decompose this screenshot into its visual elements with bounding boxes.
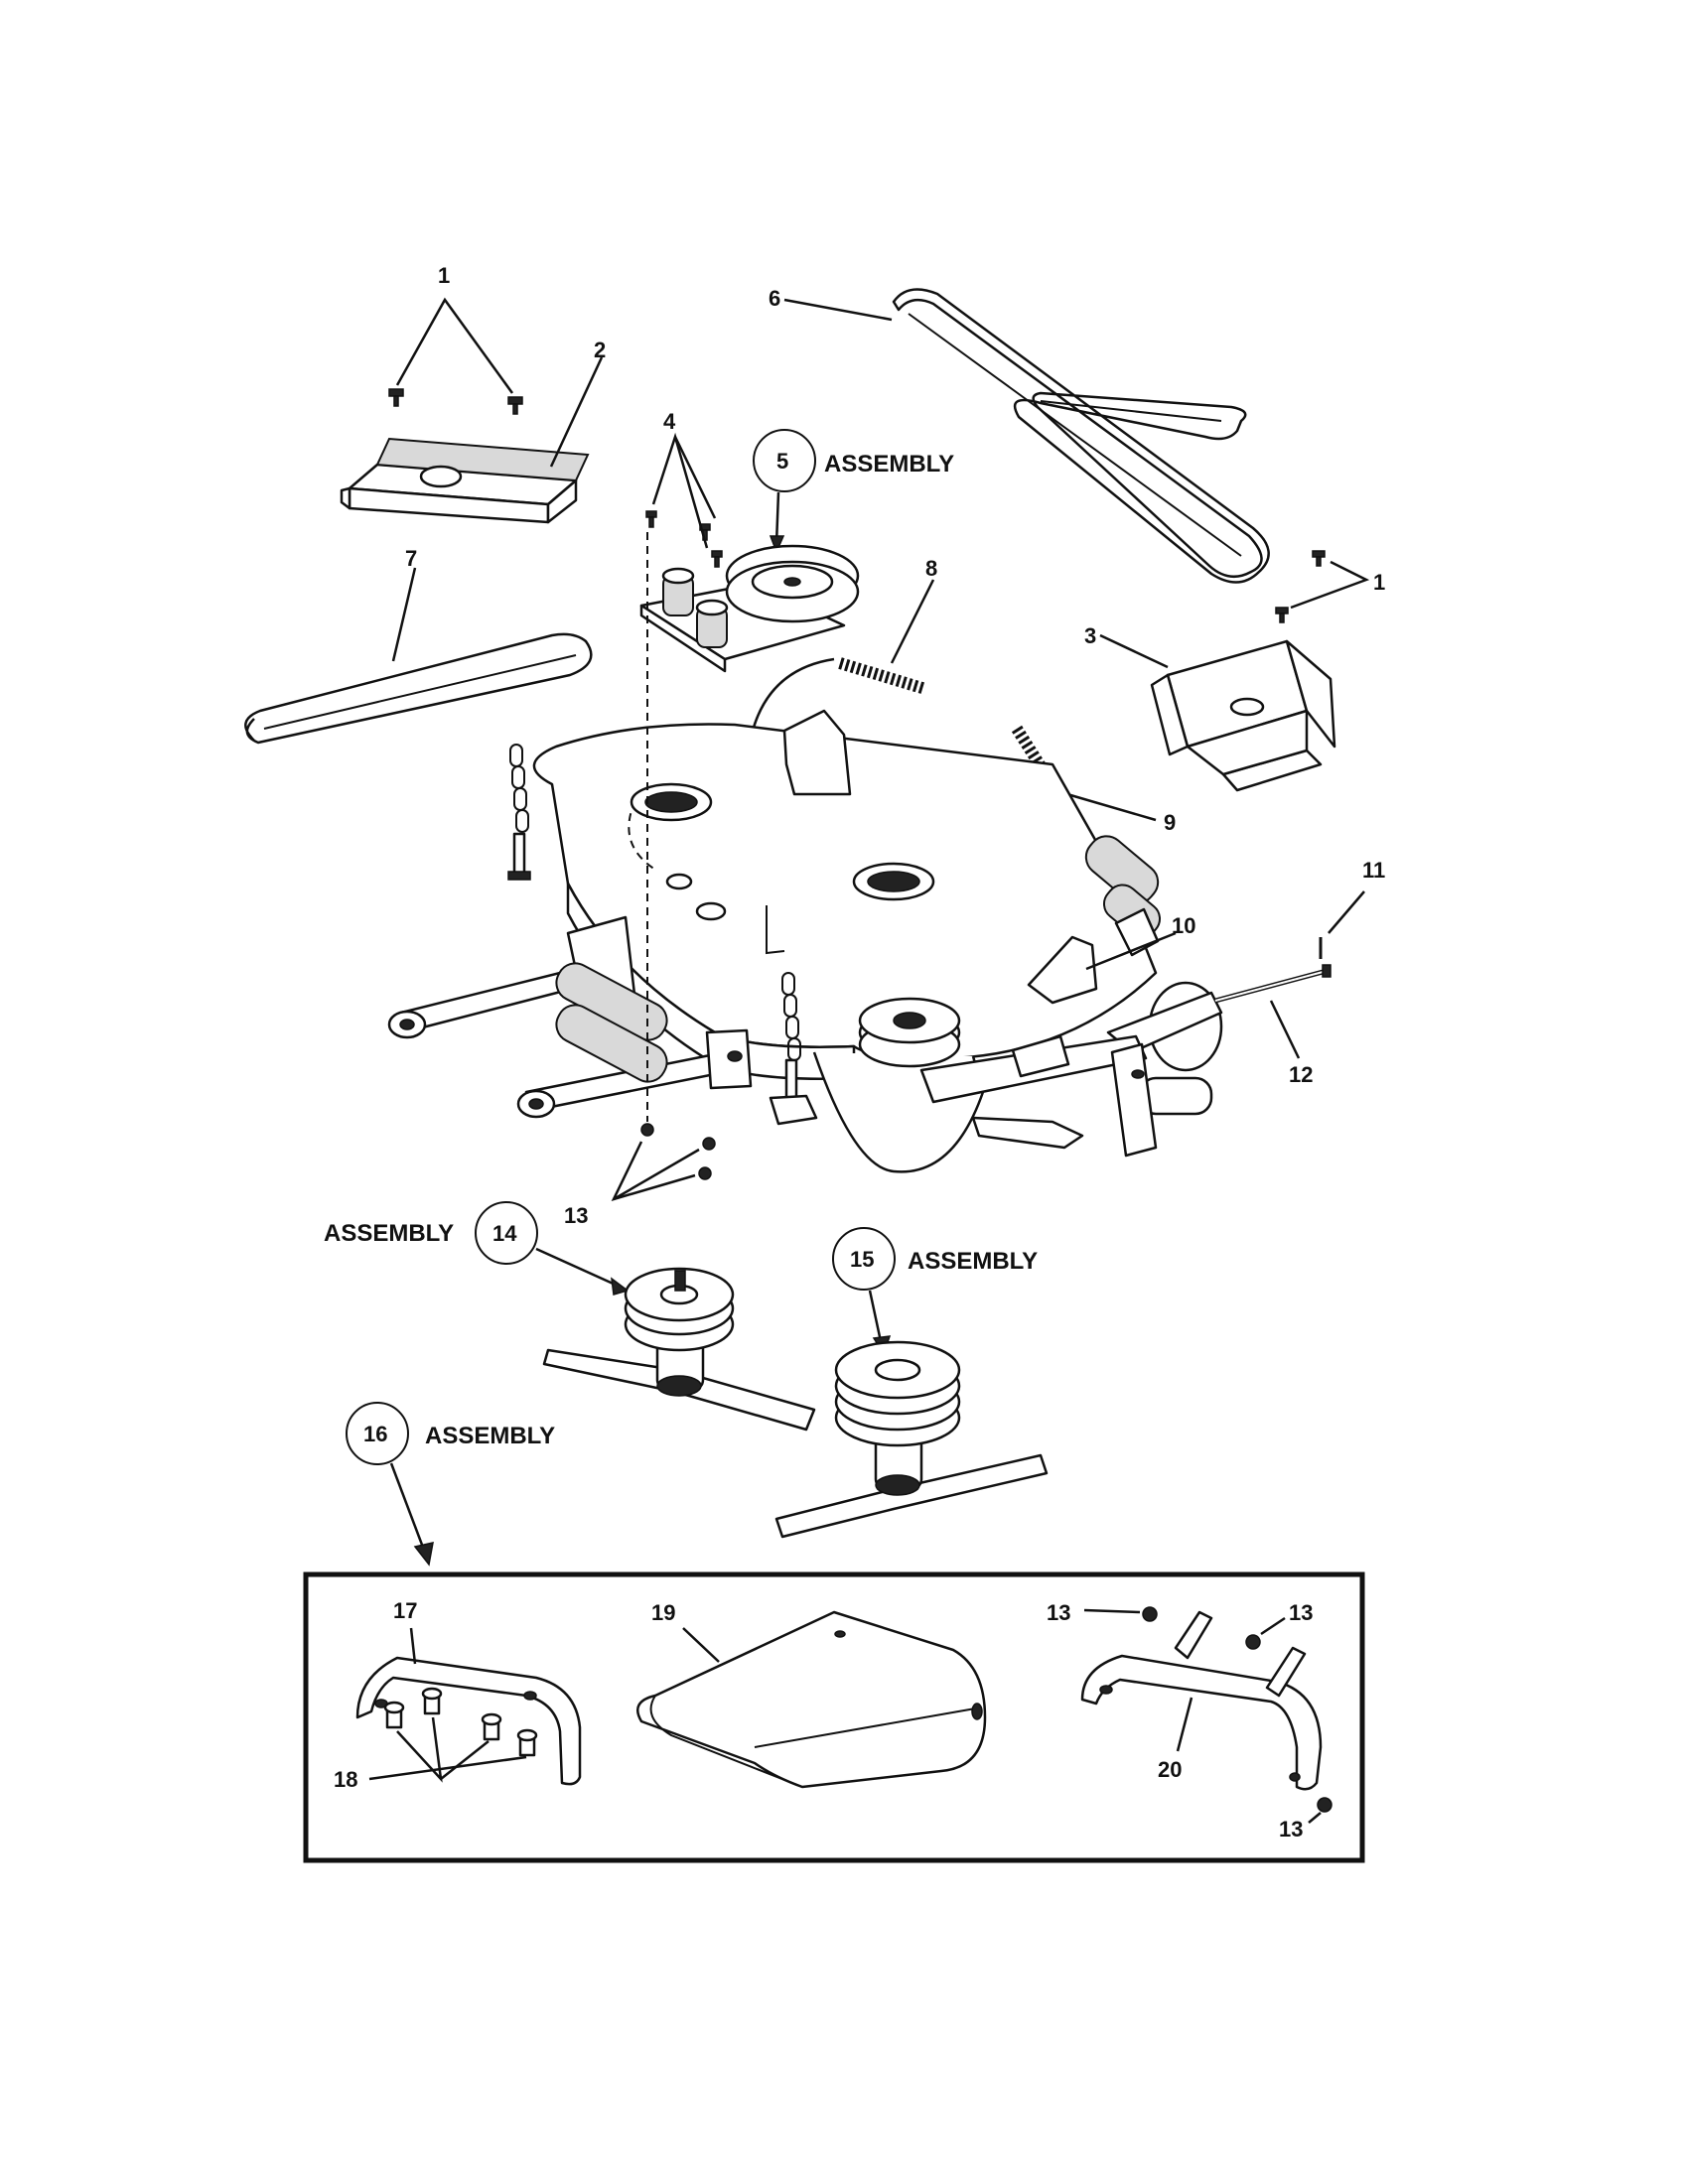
rear-roller-assembly [1084, 835, 1223, 1116]
rod-12 [1214, 964, 1332, 1004]
leader-14 [535, 1247, 621, 1289]
assembly-label-14: ASSEMBLY [324, 1220, 454, 1247]
leader-4a [651, 432, 709, 549]
leader-19 [682, 1627, 720, 1663]
leader-1a [395, 297, 514, 394]
callout-11: 11 [1362, 858, 1385, 883]
deck-chain-front [769, 972, 818, 1126]
mower-deck [387, 709, 1223, 1173]
nut-13a [640, 1123, 654, 1137]
nut-13e [1245, 1634, 1261, 1650]
idler-bracket-assembly [639, 544, 860, 673]
screw-4a [645, 510, 657, 528]
bolt-18b [421, 1687, 443, 1715]
callout-1b: 1 [1373, 570, 1385, 595]
callout-2: 2 [594, 338, 606, 362]
nut-13f [1317, 1797, 1333, 1813]
assembly-label-5: ASSEMBLY [824, 451, 954, 478]
deck-chain-left [507, 744, 531, 881]
callout-17: 17 [393, 1598, 417, 1623]
callout-6: 6 [769, 286, 780, 311]
leader-8 [890, 579, 935, 664]
front-axle-assembly [387, 915, 753, 1119]
leader-13e [1308, 1812, 1322, 1824]
leader-1b [1290, 560, 1370, 610]
leader-17 [409, 1627, 417, 1665]
callout-15-circle [832, 1227, 896, 1291]
nut-13b [702, 1137, 716, 1151]
leader-7 [391, 567, 417, 662]
nut-13c [698, 1166, 712, 1180]
leader-12 [1269, 1000, 1301, 1059]
callout-19: 19 [651, 1600, 675, 1625]
callout-7: 7 [405, 546, 417, 571]
callout-15: 15 [850, 1247, 874, 1272]
leader-18b [440, 1740, 490, 1780]
leader-9 [1059, 790, 1157, 822]
leader-13c [1083, 1608, 1141, 1614]
belt-shield-left [340, 437, 590, 524]
callout-13c: 13 [1289, 1600, 1313, 1625]
callout-1a: 1 [438, 263, 450, 288]
bolt-18a [383, 1701, 405, 1729]
belt-6 [892, 288, 1270, 584]
pulley-center [858, 997, 961, 1068]
deck-bracket-10 [919, 1034, 1158, 1158]
screw-1c [1312, 550, 1326, 567]
leader-3 [1099, 633, 1169, 669]
spring-8 [838, 657, 927, 695]
callout-13b: 13 [1047, 1600, 1070, 1625]
callout-9: 9 [1164, 810, 1176, 835]
discharge-shield-19 [636, 1610, 987, 1789]
bolt-18c [481, 1712, 502, 1741]
leader-13b [613, 1148, 700, 1201]
arrow-14 [611, 1277, 630, 1296]
callout-8: 8 [925, 556, 937, 581]
callout-14-circle [475, 1201, 538, 1265]
callout-3: 3 [1084, 623, 1096, 648]
bracket-20 [1080, 1610, 1323, 1791]
leader-13d [1260, 1616, 1286, 1636]
callout-13: 13 [564, 1203, 588, 1228]
idler-bracket-rear [782, 709, 1098, 1005]
callout-12: 12 [1289, 1062, 1313, 1087]
screw-1a [388, 388, 404, 407]
callout-5-circle [753, 429, 816, 492]
callout-18: 18 [334, 1767, 357, 1792]
leader-6 [783, 298, 893, 322]
callout-20: 20 [1158, 1757, 1182, 1782]
leader-10 [1085, 931, 1177, 971]
screw-1d [1275, 607, 1289, 623]
leader-20 [1176, 1697, 1193, 1752]
leader-11 [1328, 890, 1365, 934]
assembly-label-16: ASSEMBLY [425, 1423, 555, 1449]
kit-box [303, 1571, 1365, 1863]
leader-16 [389, 1462, 427, 1554]
belt-7 [244, 632, 593, 745]
arrow-16 [413, 1542, 434, 1567]
screw-1b [507, 396, 523, 415]
callout-14: 14 [492, 1221, 517, 1246]
spindle-assembly-15 [774, 1340, 1049, 1539]
callout-5: 5 [776, 449, 788, 474]
blade-tip [971, 1116, 1084, 1150]
leader-4b [673, 436, 717, 519]
arrow-5 [769, 535, 785, 554]
assembly-label-15: ASSEMBLY [908, 1248, 1038, 1275]
callout-16-circle [346, 1402, 409, 1465]
nut-13d [1142, 1606, 1158, 1622]
callout-4: 4 [663, 409, 676, 434]
bolt-18d [516, 1728, 538, 1757]
leader-18c [368, 1755, 527, 1781]
leader-13a [611, 1141, 696, 1201]
callout-10: 10 [1172, 913, 1195, 938]
callout-13d: 13 [1279, 1817, 1303, 1842]
callout-16: 16 [363, 1422, 387, 1446]
belt-shield-right [1150, 639, 1336, 792]
spindle-assembly-14 [542, 1267, 816, 1432]
leader-2 [549, 356, 604, 468]
screw-4c [711, 550, 723, 568]
